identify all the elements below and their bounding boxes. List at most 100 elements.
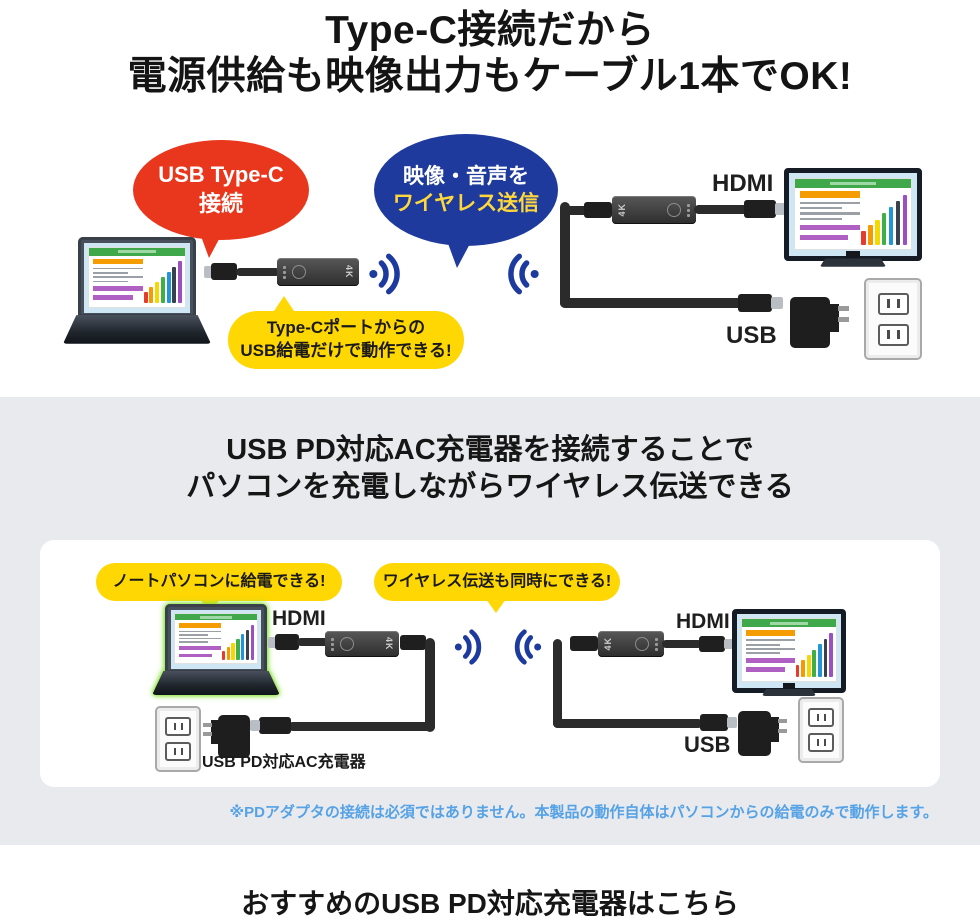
bubble-usb-power-line1: Type-Cポートからの bbox=[266, 318, 426, 338]
usb-plug bbox=[259, 717, 291, 734]
cable-segment bbox=[662, 640, 702, 648]
bar-chart-art bbox=[221, 624, 255, 661]
tv-stand bbox=[761, 689, 817, 697]
typec-plug bbox=[584, 202, 612, 218]
bubble-usb-power: Type-Cポートからの USB給電だけで動作できる! bbox=[228, 311, 464, 369]
ac-adapter bbox=[738, 705, 788, 759]
usb-connector-tip bbox=[771, 297, 783, 309]
hdmi-port-label: HDMI bbox=[712, 170, 774, 197]
cable-segment bbox=[553, 719, 703, 728]
outlet-socket bbox=[165, 717, 191, 736]
usb-plug bbox=[700, 714, 728, 731]
bubble-wireless-line1: 映像・音声を bbox=[403, 164, 529, 188]
laptop-keyboard bbox=[152, 670, 280, 696]
usb-plug bbox=[738, 294, 772, 312]
pd-footnote: ※PDアダプタの接続は必須ではありません。本製品の動作自体はパソコンからの給電の… bbox=[229, 804, 938, 821]
spreadsheet-cells bbox=[92, 258, 143, 305]
screen-spreadsheet-art bbox=[89, 247, 185, 307]
hdmi-plug bbox=[699, 636, 725, 652]
ac-adapter bbox=[790, 290, 850, 352]
laptop-screen bbox=[164, 604, 268, 673]
bubble-simultaneous: ワイヤレス伝送も同時にできる! bbox=[374, 563, 620, 601]
hdmi-plug bbox=[275, 634, 299, 650]
tv bbox=[784, 168, 922, 272]
device-vents bbox=[687, 203, 690, 217]
tv-neck bbox=[783, 682, 795, 690]
wall-outlet bbox=[864, 278, 922, 360]
spreadsheet-titlebar bbox=[742, 619, 836, 628]
device-button bbox=[635, 637, 649, 651]
device-4k-badge: 4K bbox=[384, 637, 394, 651]
laptop-keyboard bbox=[63, 315, 211, 344]
cable-segment bbox=[297, 638, 329, 646]
outlet-socket bbox=[808, 733, 834, 752]
spreadsheet-titlebar bbox=[89, 247, 185, 256]
cable-segment bbox=[694, 205, 748, 214]
pd-heading-line2: パソコンを充電しながらワイヤレス伝送できる bbox=[186, 471, 794, 504]
wall-outlet bbox=[155, 706, 201, 772]
outlet-socket bbox=[165, 742, 191, 761]
outlet-socket bbox=[808, 708, 834, 727]
screen-spreadsheet-art bbox=[175, 614, 257, 664]
bubble-simultaneous-text: ワイヤレス伝送も同時にできる! bbox=[382, 573, 612, 591]
hdmi-plug bbox=[744, 200, 776, 218]
bubble-usb-typec: USB Type-C 接続 bbox=[133, 140, 309, 240]
outlet-socket bbox=[877, 292, 909, 315]
screen-spreadsheet-art bbox=[742, 619, 836, 681]
hdmi-connector-tip bbox=[724, 639, 733, 649]
laptop-display bbox=[83, 243, 191, 314]
pd-heading-line1: USB PD対応AC充電器を接続することで bbox=[226, 434, 754, 466]
bubble-simultaneous-tail bbox=[486, 599, 506, 613]
spreadsheet-cells bbox=[178, 622, 221, 661]
spreadsheet-cells bbox=[799, 191, 860, 246]
tv-neck bbox=[846, 251, 860, 259]
cable-segment bbox=[566, 206, 590, 215]
cable-segment bbox=[236, 268, 280, 276]
bubble-charge-laptop: ノートパソコンに給電できる! bbox=[96, 563, 342, 601]
usb-port-label: USB bbox=[726, 322, 777, 349]
laptop-charging bbox=[152, 604, 280, 698]
spreadsheet-cells bbox=[745, 630, 795, 678]
bubble-wireless-send: 映像・音声を ワイヤレス送信 bbox=[374, 134, 558, 246]
spreadsheet-titlebar bbox=[795, 178, 911, 188]
hdmi-port-label: HDMI bbox=[272, 607, 326, 630]
cable-segment bbox=[288, 722, 435, 731]
device-vents bbox=[331, 637, 334, 651]
bubble-usb-typec-tail bbox=[198, 228, 225, 258]
tv-display bbox=[789, 173, 917, 256]
hdmi-connector-tip bbox=[268, 637, 276, 648]
device-button bbox=[667, 203, 681, 217]
typec-connector-tip bbox=[204, 266, 212, 278]
pd-charger-label: USB PD対応AC充電器 bbox=[202, 754, 366, 771]
tv-screen bbox=[732, 609, 846, 693]
device-vents bbox=[283, 265, 286, 279]
wireless-receiver: 4K bbox=[612, 196, 696, 224]
typec-plug bbox=[211, 263, 237, 280]
laptop-screen bbox=[77, 237, 197, 318]
bubble-wireless-line2: ワイヤレス送信 bbox=[392, 192, 540, 215]
wifi-signal-icon bbox=[369, 253, 400, 295]
hdmi-connector-tip bbox=[775, 203, 786, 215]
wireless-receiver: 4K bbox=[598, 631, 664, 657]
page-title-line1: Type-C接続だから bbox=[325, 9, 655, 52]
wireless-transmitter: 4K bbox=[325, 631, 399, 657]
wifi-signal-icon bbox=[514, 629, 542, 665]
bar-chart-art bbox=[861, 193, 908, 245]
device-4k-badge: 4K bbox=[603, 637, 613, 651]
usb-port-label: USB bbox=[684, 732, 731, 757]
cable-segment bbox=[553, 639, 562, 728]
tv-display bbox=[737, 614, 841, 688]
spreadsheet-titlebar bbox=[175, 614, 257, 621]
device-button bbox=[340, 637, 354, 651]
device-button bbox=[292, 265, 306, 279]
tv-screen bbox=[784, 168, 922, 262]
screen-spreadsheet-art bbox=[795, 178, 911, 249]
bubble-usb-typec-line2: 接続 bbox=[198, 191, 243, 216]
device-4k-badge: 4K bbox=[617, 203, 627, 217]
page-title: Type-C接続だから 電源供給も映像出力もケーブル1本でOK! bbox=[0, 8, 980, 100]
bubble-usb-power-line2: USB給電だけで動作できる! bbox=[240, 341, 452, 360]
recommended-charger-link[interactable]: おすすめのUSB PD対応充電器はこちら bbox=[241, 888, 739, 919]
typec-plug bbox=[400, 635, 426, 650]
wifi-signal-icon bbox=[454, 629, 482, 665]
